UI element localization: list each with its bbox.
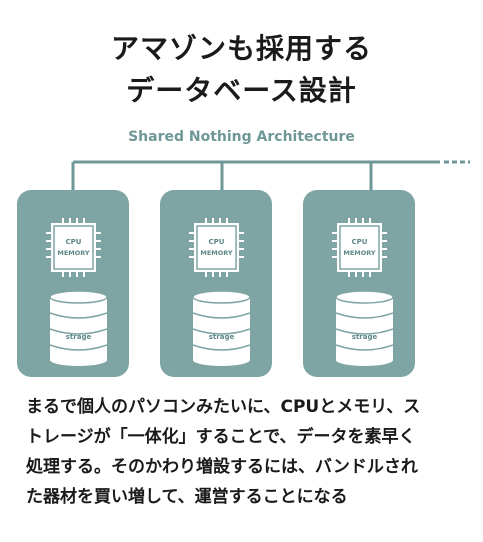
memory-label: MEMORY [57,249,90,257]
memory-label: MEMORY [343,249,376,257]
title-line-1: アマゾンも採用する [110,32,372,65]
storage-label: strage [209,333,235,341]
description-line-3: 処理する。そのかわり増設するには、バンドルされ [26,457,418,477]
memory-label: MEMORY [200,249,233,257]
description-line-1: まるで個人のパソコンみたいに、CPUとメモリ、ス [26,397,421,417]
storage-database-icon: strage [192,290,251,366]
server-node-1: CPU MEMORY strage [17,190,129,377]
cpu-label: CPU [209,238,225,246]
cpu-chip-icon: CPU MEMORY [332,218,387,277]
server-node-3: CPU MEMORY strage [303,190,415,377]
cpu-chip-icon: CPU MEMORY [189,218,244,277]
storage-database-icon: strage [335,290,394,366]
storage-label: strage [66,333,92,341]
architecture-subtitle: Shared Nothing Architecture [128,129,355,145]
storage-database-icon: strage [49,290,108,366]
storage-label: strage [352,333,378,341]
description-line-2: トレージが「一体化」することで、データを素早く [26,427,416,447]
cpu-label: CPU [352,238,368,246]
cpu-chip-icon: CPU MEMORY [46,218,101,277]
description-line-4: た器材を買い増して、運営することになる [26,487,348,507]
page-title: アマゾンも採用する データベース設計 [0,28,483,112]
title-line-2: データベース設計 [126,74,357,107]
architecture-diagram: CPU MEMORY strage CPU MEMORY [17,160,470,377]
description-text: まるで個人のパソコンみたいに、CPUとメモリ、ス トレージが「一体化」することで… [26,392,466,512]
server-node-2: CPU MEMORY strage [160,190,272,377]
cpu-label: CPU [66,238,82,246]
